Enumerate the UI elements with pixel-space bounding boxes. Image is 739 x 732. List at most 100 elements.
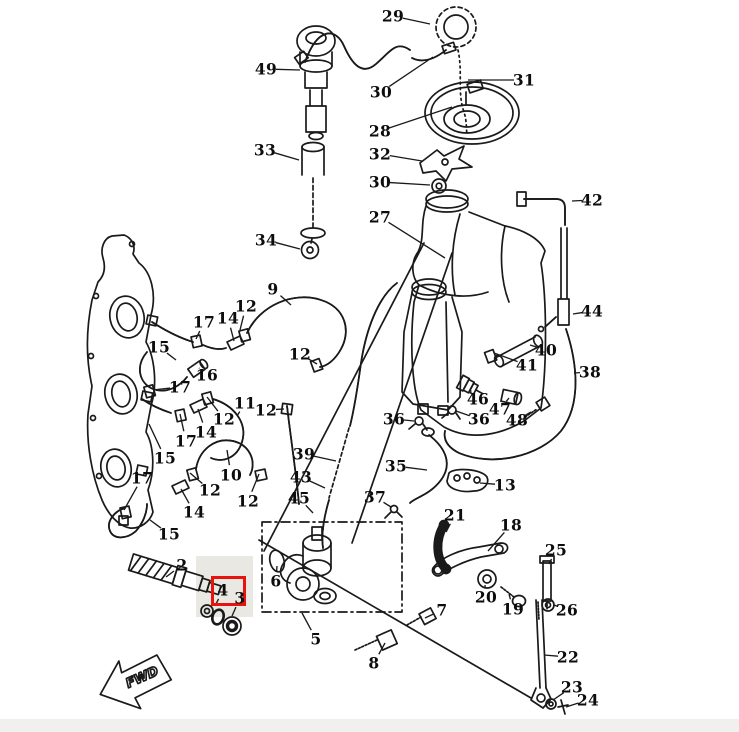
part-callout-15[interactable]: 15 (157, 524, 181, 544)
part-callout-13[interactable]: 13 (493, 475, 517, 495)
part-callout-25[interactable]: 25 (544, 540, 568, 560)
part-callout-15[interactable]: 15 (153, 448, 177, 468)
leader-line (405, 466, 428, 471)
part-callout-31[interactable]: 31 (512, 70, 536, 90)
part-callout-15[interactable]: 15 (147, 337, 171, 357)
part-callout-38[interactable]: 38 (578, 362, 602, 382)
part-callout-45[interactable]: 45 (287, 488, 311, 508)
leader-line (180, 488, 190, 504)
fwd-arrow: FWD (99, 654, 173, 710)
rod-22-art (530, 599, 569, 715)
part-callout-46[interactable]: 46 (466, 389, 490, 409)
part-callout-11[interactable]: 11 (233, 393, 257, 413)
part-callout-17[interactable]: 17 (192, 312, 216, 332)
part-callout-34[interactable]: 34 (254, 230, 278, 250)
part-callout-19[interactable]: 19 (501, 599, 525, 619)
part-callout-17[interactable]: 17 (168, 377, 192, 397)
part-callout-12[interactable]: 12 (236, 491, 260, 511)
part-callout-17[interactable]: 17 (130, 468, 154, 488)
chain-art (457, 49, 468, 135)
part-callout-36[interactable]: 36 (382, 409, 406, 429)
part-callout-5[interactable]: 5 (310, 629, 322, 649)
damper-art (300, 141, 326, 244)
leader-line (165, 570, 175, 578)
part-callout-42[interactable]: 42 (580, 190, 604, 210)
part-callout-40[interactable]: 40 (534, 340, 558, 360)
part-callout-24[interactable]: 24 (576, 690, 600, 710)
worm-gear-art (127, 553, 222, 596)
leader-line (388, 221, 446, 259)
part-callout-44[interactable]: 44 (580, 301, 604, 321)
part-callout-20[interactable]: 20 (474, 587, 498, 607)
part-callout-21[interactable]: 21 (443, 505, 467, 525)
part-callout-29[interactable]: 29 (381, 6, 405, 26)
part-callout-27[interactable]: 27 (368, 207, 392, 227)
part-callout-2[interactable]: 2 (176, 555, 188, 575)
part-callout-9[interactable]: 9 (267, 279, 279, 299)
leader-line (152, 387, 171, 391)
leader-line (123, 486, 138, 511)
part-callout-12[interactable]: 12 (198, 480, 222, 500)
part-callout-35[interactable]: 35 (384, 456, 408, 476)
part-callout-10[interactable]: 10 (219, 465, 243, 485)
leader-line (389, 154, 423, 162)
part-callout-17[interactable]: 17 (174, 431, 198, 451)
part-callout-33[interactable]: 33 (253, 140, 277, 160)
leader-line (493, 352, 518, 363)
fittings-art (408, 374, 551, 431)
part-callout-49[interactable]: 49 (254, 59, 278, 79)
bolts-art (354, 607, 437, 651)
part-callout-23[interactable]: 23 (560, 677, 584, 697)
part-callout-39[interactable]: 39 (292, 444, 316, 464)
part-callout-26[interactable]: 26 (555, 600, 579, 620)
part-callout-12[interactable]: 12 (234, 296, 258, 316)
construction-line (263, 242, 425, 552)
part-callout-43[interactable]: 43 (289, 467, 313, 487)
part-callout-30[interactable]: 30 (369, 82, 393, 102)
oil-tank-art (410, 189, 547, 436)
part-callout-12[interactable]: 12 (254, 400, 278, 420)
leader-line (548, 558, 553, 565)
part-callout-22[interactable]: 22 (556, 647, 580, 667)
leader-line (572, 311, 583, 315)
leader-line (305, 504, 314, 514)
leader-line (148, 423, 162, 450)
part-callout-4[interactable]: 4 (217, 580, 229, 600)
linkage-art (431, 519, 555, 612)
part-callout-18[interactable]: 18 (499, 515, 523, 535)
leader-line (479, 482, 496, 485)
oil-level-gauge-art (296, 25, 336, 141)
part-callout-3[interactable]: 3 (234, 588, 246, 608)
part-callout-14[interactable]: 14 (194, 422, 218, 442)
leader-line (274, 152, 300, 161)
part-callout-30[interactable]: 30 (368, 172, 392, 192)
leader-line (469, 389, 472, 392)
part-callout-14[interactable]: 14 (182, 502, 206, 522)
leader-line (378, 642, 386, 655)
bottom-strip (0, 719, 739, 732)
part-callout-16[interactable]: 16 (195, 365, 219, 385)
part-callout-14[interactable]: 14 (216, 308, 240, 328)
part-callout-36[interactable]: 36 (467, 409, 491, 429)
leader-line (389, 181, 431, 186)
leader-line (275, 241, 301, 250)
part-callout-41[interactable]: 41 (515, 355, 539, 375)
part-callout-12[interactable]: 12 (288, 344, 312, 364)
part-callout-8[interactable]: 8 (368, 653, 380, 673)
part-callout-7[interactable]: 7 (436, 600, 448, 620)
part-callout-48[interactable]: 48 (505, 410, 529, 430)
leader-line (389, 106, 453, 129)
leader-line (313, 455, 337, 462)
grommet-art (300, 240, 320, 260)
part-callout-47[interactable]: 47 (488, 399, 512, 419)
part-callout-12[interactable]: 12 (212, 409, 236, 429)
leader-line (383, 501, 392, 508)
part-callout-28[interactable]: 28 (368, 121, 392, 141)
part-callout-32[interactable]: 32 (368, 144, 392, 164)
leader-line (280, 295, 292, 306)
leader-line (571, 199, 583, 202)
part-callout-6[interactable]: 6 (270, 571, 282, 591)
fitting-40-art (483, 334, 544, 368)
part-callout-37[interactable]: 37 (363, 487, 387, 507)
leader-line (445, 523, 451, 533)
